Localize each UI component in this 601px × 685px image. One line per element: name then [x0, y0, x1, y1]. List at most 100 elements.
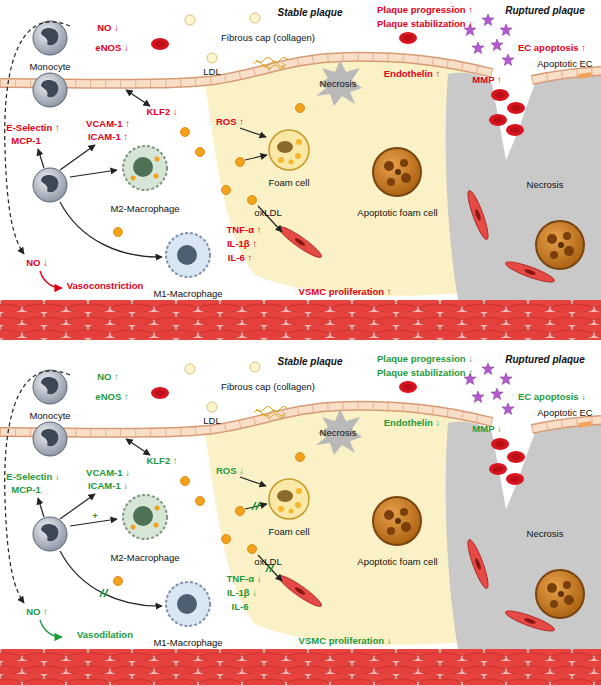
- effect-label: Vasoconstriction: [67, 281, 144, 291]
- effect-label: NO ↑: [97, 372, 119, 382]
- blood-cells-part: [506, 124, 524, 136]
- panel-heading: Stable plaque: [277, 7, 342, 18]
- effect-label: Plaque stabilization ↑: [377, 368, 473, 378]
- structure-label: Apoptotic EC: [537, 408, 592, 418]
- blood-cells-part: [507, 102, 525, 114]
- structure-label: Necrosis: [320, 428, 357, 438]
- cell-node: M2-Macrophage: [95, 493, 195, 563]
- effect-label: TNF-α ↓: [227, 574, 262, 584]
- cell-node: M1-Macrophage: [140, 231, 236, 299]
- effect-label: VCAM-1 ↓: [86, 468, 130, 478]
- blood-cells-part: [399, 32, 417, 44]
- arrows-part: [126, 90, 150, 106]
- structure-label: LDL: [203, 67, 220, 77]
- lipid-particles-part: [196, 148, 205, 157]
- collagen-fibres-part: [260, 65, 284, 69]
- apoptotic-ec: [578, 72, 593, 79]
- effect-label: E-Selectin ↑: [6, 123, 59, 133]
- cell-label: Monocyte: [29, 411, 70, 421]
- effect-label: IL-6 ↑: [228, 253, 252, 263]
- lipid-particles-part: [207, 53, 217, 63]
- cell-label: M1-Macrophage: [153, 289, 222, 299]
- effect-label: EC apoptosis ↑: [518, 43, 586, 53]
- collagen-fibres-part: [256, 58, 288, 63]
- effect-label: +: [92, 511, 98, 521]
- mmp-stars-part: [482, 14, 494, 26]
- structure-label: Fibrous cap (collagen): [221, 382, 315, 392]
- effect-label: EC apoptosis ↓: [518, 392, 586, 402]
- cells-part: [33, 73, 67, 107]
- effect-label: ROS ↑: [216, 117, 244, 127]
- cells-part: [269, 130, 309, 170]
- cell-label: Apoptotic foam cell: [357, 557, 437, 567]
- cells-part: [464, 189, 491, 241]
- effect-label: IL-6: [232, 602, 249, 612]
- effect-arrow: [40, 271, 62, 288]
- cells-part: [504, 258, 556, 285]
- effect-label: eNOS ↓: [95, 43, 128, 53]
- arrows-part: [60, 145, 95, 170]
- cell-label: Apoptotic foam cell: [357, 208, 437, 218]
- cells-part: [536, 221, 584, 269]
- block-marks-part: [100, 589, 108, 597]
- cell-label: Foam cell: [268, 527, 309, 537]
- cells-part: [373, 148, 421, 196]
- lipid-particles-part: [236, 158, 245, 167]
- mmp-stars-part: [491, 39, 503, 51]
- effect-label: NO ↑: [26, 607, 48, 617]
- cell-node: Foam cell: [258, 126, 320, 188]
- cell-label: Monocyte: [29, 62, 70, 72]
- lipid-particles-part: [185, 15, 195, 25]
- effect-label: VSMC proliferation ↓: [299, 636, 392, 646]
- effect-label: Endothelin ↓: [384, 418, 440, 428]
- arrows-part: [38, 149, 44, 168]
- lipid-particles-part: [114, 228, 123, 237]
- cells-part: [166, 233, 210, 277]
- mmp-stars-part: [500, 24, 512, 36]
- endothelium-part: [0, 57, 492, 84]
- block-marks-part: [252, 502, 260, 510]
- effect-label: VCAM-1 ↑: [86, 119, 130, 129]
- structure-label: Necrosis: [527, 180, 564, 190]
- collagen-fibres: [254, 58, 288, 70]
- panel-art: [0, 13, 601, 340]
- block-marks: [100, 502, 274, 597]
- arrows-part: [70, 170, 117, 177]
- effect-label: Plaque progression ↑: [377, 5, 473, 15]
- arrows-part: [5, 22, 70, 254]
- arrows: [5, 22, 282, 257]
- panel-heading: Ruptured plaque: [505, 354, 584, 365]
- effect-label: MMP ↑: [472, 75, 501, 85]
- effect-label: KLF2 ↓: [146, 107, 177, 117]
- effect-label: MCP-1: [11, 136, 41, 146]
- cell-label: Foam cell: [268, 178, 309, 188]
- endothelium-part: [0, 57, 492, 84]
- effect-label: ROS ↓: [216, 466, 244, 476]
- cell-label: M2-Macrophage: [110, 553, 179, 563]
- arrows-part: [245, 155, 267, 160]
- effect-label: IL-1β ↓: [227, 588, 257, 598]
- structure-label: oxLDL: [254, 208, 281, 218]
- cell-node: Foam cell: [258, 475, 320, 537]
- blood-cells-part: [491, 89, 509, 101]
- cells-part: [276, 223, 324, 261]
- blood-cells-part: [489, 114, 507, 126]
- cells-part: [33, 21, 67, 55]
- endothelium-part: [532, 71, 601, 80]
- lipid-particles-part: [181, 128, 190, 137]
- effect-label: eNOS ↑: [95, 392, 128, 402]
- effect-label: E-Selectin ↓: [6, 472, 59, 482]
- panel-heading: Ruptured plaque: [505, 5, 584, 16]
- structure-label: Fibrous cap (collagen): [221, 33, 315, 43]
- effect-label: TNF-α ↑: [227, 225, 262, 235]
- effect-label: MMP ↓: [472, 424, 501, 434]
- panel-art-copy: [0, 362, 601, 685]
- effect-label: VSMC proliferation ↑: [299, 287, 392, 297]
- effect-label: Plaque stabilization ↓: [377, 19, 473, 29]
- endothelium-part: [0, 57, 492, 84]
- cell-node: M2-Macrophage: [95, 144, 195, 214]
- plaque-core: [205, 59, 470, 295]
- cell-node: Monocyte: [15, 14, 85, 72]
- effect-label: IL-1β ↑: [227, 239, 257, 249]
